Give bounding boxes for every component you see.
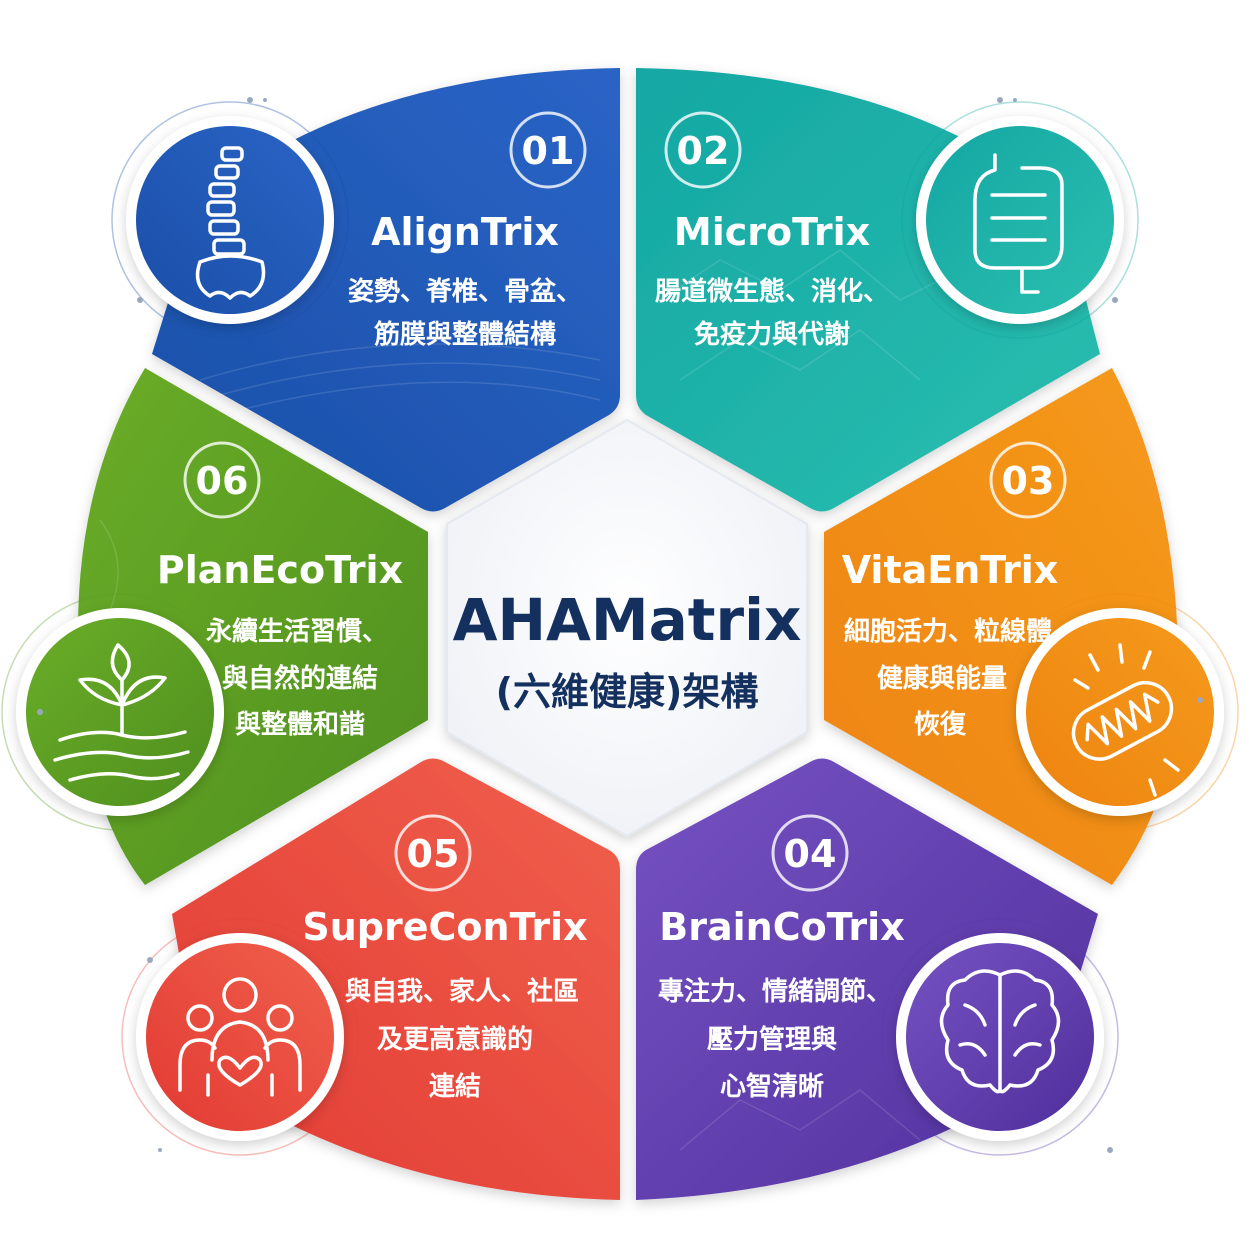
segment-aligntrix: 01 AlignTrix 姿勢、脊椎、骨盆、 筋膜與整體結構 [348, 111, 587, 350]
segment-microtrix: 02 MicroTrix 腸道微生態、消化、 免疫力與代謝 [655, 111, 889, 350]
segment-title: BrainCoTrix [659, 905, 904, 949]
segment-desc-line-2: 健康與能量 [877, 663, 1007, 694]
segment-planecotrix: 06 PlanEcoTrix 永續生活習慣、 與自然的連結 與整體和諧 [157, 441, 403, 740]
segment-desc-line-2: 免疫力與代謝 [694, 319, 850, 350]
center-title: AHAMatrix [453, 586, 802, 654]
icon-medallion-aligntrix [111, 101, 349, 339]
segment-desc-line-3: 連結 [429, 1071, 481, 1102]
segment-desc-line-2: 壓力管理與 [707, 1025, 837, 1055]
segment-desc-line-1: 與自我、家人、社區 [345, 976, 579, 1007]
center-subtitle: (六維健康)架構 [496, 670, 759, 714]
center-hexagon [446, 418, 808, 838]
brain-icon [939, 969, 1061, 1094]
segment-title: AlignTrix [371, 210, 559, 254]
segment-desc-line-3: 恢復 [914, 709, 967, 740]
segment-title: VitaEnTrix [842, 548, 1059, 592]
number-badge [664, 111, 742, 189]
segment-desc-line-1: 腸道微生態、消化、 [655, 276, 889, 307]
segment-braincotrix: 04 BrainCoTrix 專注力、情緒調節、 壓力管理與 心智清晰 [658, 814, 905, 1102]
segment-desc-line-1: 細胞活力、粒線體 [844, 616, 1052, 647]
number-badge [771, 814, 849, 892]
segment-number: 05 [407, 832, 460, 876]
decorative-dots [37, 97, 1203, 1153]
number-badge [183, 441, 261, 519]
spine-icon [195, 146, 266, 300]
segment-desc-line-1: 專注力、情緒調節、 [658, 976, 892, 1007]
segment-title: SupreConTrix [302, 905, 587, 949]
segment-supreconetrix: 05 SupreConTrix 與自我、家人、社區 及更高意識的 連結 [302, 814, 588, 1102]
icon-medallion-supreconetrix [121, 918, 359, 1156]
segment-vitaentrix: 03 VitaEnTrix 細胞活力、粒線體 健康與能量 恢復 [842, 441, 1067, 740]
segment-title: MicroTrix [674, 210, 870, 254]
mitochondria-icon [1071, 643, 1180, 797]
segment-number: 06 [196, 459, 249, 503]
segment-title: PlanEcoTrix [157, 548, 403, 592]
segment-desc-line-2: 及更高意識的 [377, 1024, 533, 1055]
segment-sectors [78, 68, 1179, 1200]
segment-number: 02 [677, 129, 730, 173]
family-heart-icon [178, 977, 302, 1097]
segment-desc-line-2: 筋膜與整體結構 [374, 319, 556, 350]
segment-desc-line-3: 與整體和諧 [235, 709, 365, 740]
segment-desc-line-1: 永續生活習慣、 [206, 616, 388, 647]
number-badge [989, 441, 1067, 519]
segment-desc-line-2: 與自然的連結 [222, 663, 378, 694]
number-badge [509, 111, 587, 189]
plant-icon [53, 643, 190, 782]
icon-medallion-vitaentrix [1001, 593, 1239, 831]
number-badge [394, 814, 472, 892]
icon-medallion-microtrix [901, 101, 1139, 339]
segment-desc-line-3: 心智清晰 [720, 1072, 824, 1102]
icon-medallion-planecotrix [1, 593, 239, 831]
segment-number: 04 [784, 832, 837, 876]
segment-number: 03 [1002, 459, 1055, 503]
intestine-icon [973, 153, 1064, 294]
segment-number: 01 [522, 129, 575, 173]
segment-desc-line-1: 姿勢、脊椎、骨盆、 [348, 276, 582, 307]
icon-medallion-braincotrix [881, 918, 1119, 1156]
